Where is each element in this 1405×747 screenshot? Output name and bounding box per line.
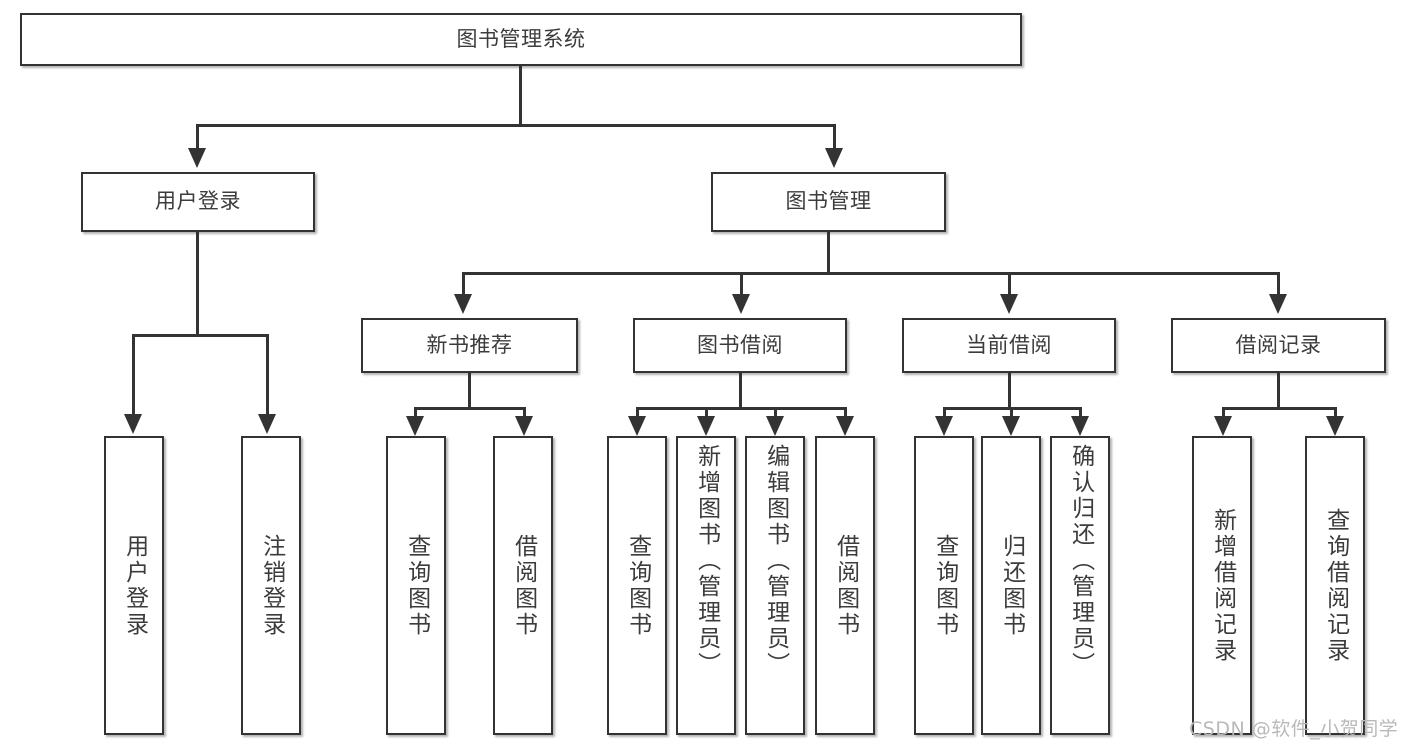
connector-cb-drop-2: [1010, 407, 1013, 419]
node-leaf-logout-label: 注销登录: [258, 533, 285, 638]
arrow-to-leaf-query-book-3: [935, 416, 953, 436]
arrow-to-book-manage: [825, 148, 843, 168]
node-leaf-query-book-3[interactable]: 查询图书: [914, 436, 974, 735]
node-leaf-edit-book[interactable]: 编辑图书（管理员）: [745, 436, 805, 735]
connector-br-bus: [1222, 407, 1337, 410]
connector-user-login-drop-2: [266, 334, 269, 416]
arrow-to-leaf-logout: [258, 414, 276, 434]
node-leaf-user-login[interactable]: 用户登录: [104, 436, 164, 735]
node-book-borrow[interactable]: 图书借阅: [633, 318, 847, 373]
arrow-to-new-book-rec: [454, 294, 472, 314]
node-leaf-borrow-book-2[interactable]: 借阅图书: [815, 436, 875, 735]
node-borrow-record-label: 借阅记录: [1235, 332, 1322, 357]
node-new-book-rec[interactable]: 新书推荐: [361, 318, 578, 373]
node-user-login-label: 用户登录: [155, 189, 241, 214]
arrow-to-user-login: [188, 148, 206, 168]
node-book-manage[interactable]: 图书管理: [711, 172, 946, 232]
connector-bb-drop-4: [844, 407, 847, 419]
node-leaf-query-book-2[interactable]: 查询图书: [607, 436, 667, 735]
arrow-to-leaf-borrow-book-1: [515, 416, 533, 436]
connector-root-bus: [196, 124, 836, 127]
arrow-to-leaf-add-record: [1214, 416, 1232, 436]
connector-bb-bus: [636, 407, 847, 410]
connector-bb-drop-1: [636, 407, 639, 419]
node-leaf-borrow-book-2-label: 借阅图书: [832, 533, 859, 638]
connector-bb-stem: [739, 373, 742, 409]
connector-bm-drop-3: [1008, 272, 1011, 296]
connector-bb-drop-3: [774, 407, 777, 419]
node-leaf-query-record-label: 查询借阅记录: [1322, 507, 1349, 664]
node-root-label: 图书管理系统: [456, 26, 586, 51]
connector-user-login-bus: [132, 334, 269, 337]
connector-nbr-drop-1: [414, 407, 417, 419]
arrow-to-leaf-edit-book: [766, 416, 784, 436]
node-leaf-add-record-label: 新增借阅记录: [1209, 507, 1236, 664]
connector-nbr-drop-2: [523, 407, 526, 419]
connector-nbr-stem: [468, 373, 471, 409]
connector-bm-drop-2: [740, 272, 743, 296]
connector-bm-drop-4: [1277, 272, 1280, 296]
node-leaf-add-record[interactable]: 新增借阅记录: [1192, 436, 1252, 735]
node-leaf-query-book-1-label: 查询图书: [403, 533, 430, 638]
connector-book-manage-stem: [827, 232, 830, 274]
connector-root-stem: [519, 66, 522, 126]
node-root[interactable]: 图书管理系统: [20, 13, 1022, 66]
node-book-manage-label: 图书管理: [785, 189, 872, 214]
node-borrow-record[interactable]: 借阅记录: [1171, 318, 1386, 373]
arrow-to-leaf-query-book-1: [406, 416, 424, 436]
arrow-to-leaf-borrow-book-2: [836, 416, 854, 436]
connector-cb-drop-3: [1079, 407, 1082, 419]
node-leaf-query-book-2-label: 查询图书: [624, 533, 651, 638]
node-book-borrow-label: 图书借阅: [697, 332, 783, 357]
node-leaf-user-login-label: 用户登录: [121, 533, 148, 638]
arrow-to-current-borrow: [1000, 294, 1018, 314]
connector-root-drop-left: [196, 124, 199, 150]
node-leaf-add-book[interactable]: 新增图书（管理员）: [676, 436, 736, 735]
node-leaf-query-record[interactable]: 查询借阅记录: [1305, 436, 1365, 735]
arrow-to-leaf-user-login: [124, 414, 142, 434]
connector-root-drop-right: [833, 124, 836, 150]
arrow-to-borrow-record: [1269, 294, 1287, 314]
connector-user-login-drop-1: [132, 334, 135, 416]
node-leaf-borrow-book-1-label: 借阅图书: [510, 533, 537, 638]
node-leaf-edit-book-label: 编辑图书（管理员）: [762, 444, 789, 678]
arrow-to-leaf-query-record: [1326, 416, 1344, 436]
node-leaf-confirm-return[interactable]: 确认归还（管理员）: [1050, 436, 1110, 735]
node-current-borrow[interactable]: 当前借阅: [902, 318, 1116, 373]
connector-br-drop-1: [1222, 407, 1225, 419]
connector-user-login-stem: [196, 232, 199, 336]
connector-br-drop-2: [1334, 407, 1337, 419]
node-leaf-query-book-1[interactable]: 查询图书: [386, 436, 446, 735]
node-leaf-borrow-book-1[interactable]: 借阅图书: [493, 436, 553, 735]
node-leaf-return-book-label: 归还图书: [998, 533, 1025, 638]
node-leaf-confirm-return-label: 确认归还（管理员）: [1067, 444, 1094, 678]
arrow-to-leaf-add-book: [697, 416, 715, 436]
node-leaf-logout[interactable]: 注销登录: [241, 436, 301, 735]
connector-cb-drop-1: [943, 407, 946, 419]
arrow-to-book-borrow: [732, 294, 750, 314]
arrow-to-leaf-query-book-2: [628, 416, 646, 436]
csdn-watermark: CSDN @软件_小贺同学: [1189, 718, 1399, 740]
connector-bm-drop-1: [462, 272, 465, 296]
connector-bb-drop-2: [705, 407, 708, 419]
node-user-login[interactable]: 用户登录: [81, 172, 315, 232]
node-new-book-rec-label: 新书推荐: [426, 332, 513, 357]
connector-book-manage-bus: [462, 272, 1277, 275]
arrow-to-leaf-confirm-return: [1071, 416, 1089, 436]
connector-nbr-bus: [414, 407, 526, 410]
node-leaf-query-book-3-label: 查询图书: [931, 533, 958, 638]
node-current-borrow-label: 当前借阅: [966, 332, 1052, 357]
connector-cb-stem: [1008, 373, 1011, 409]
arrow-to-leaf-return-book: [1002, 416, 1020, 436]
node-leaf-return-book[interactable]: 归还图书: [981, 436, 1041, 735]
node-leaf-add-book-label: 新增图书（管理员）: [693, 444, 720, 678]
connector-br-stem: [1277, 373, 1280, 409]
